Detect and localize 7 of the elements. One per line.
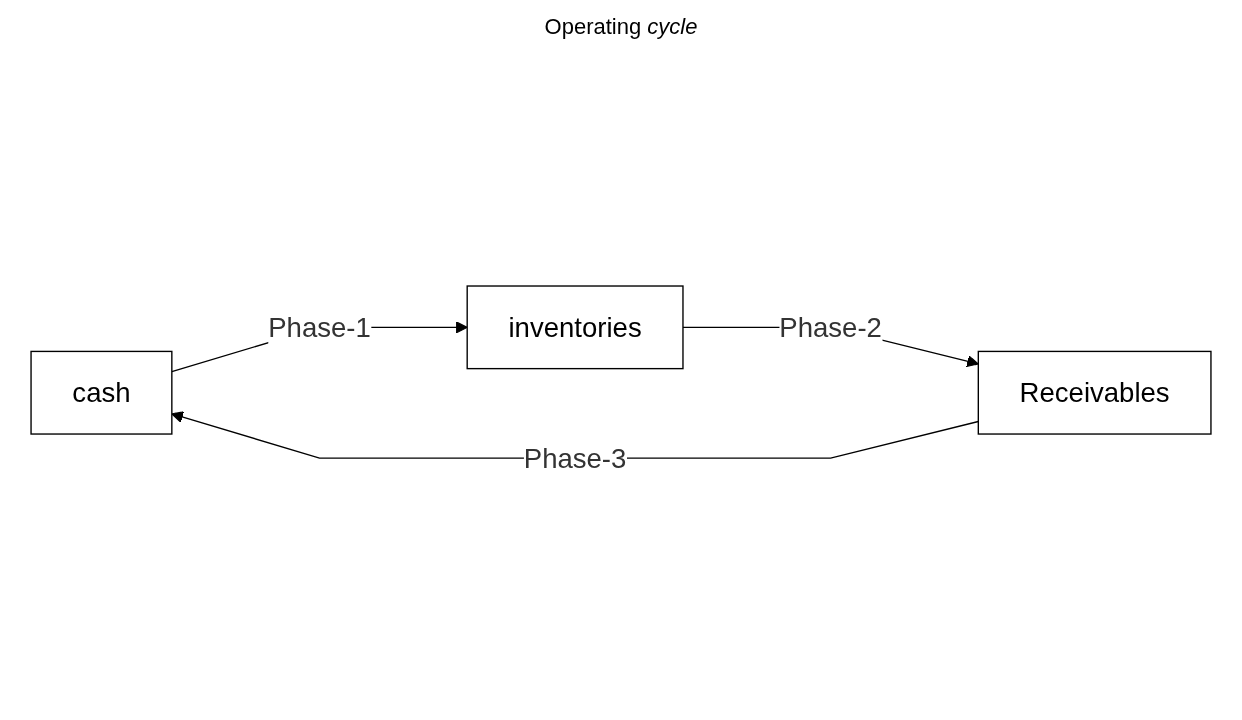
edge-label: Phase-1	[268, 312, 371, 343]
node-box: cash	[30, 350, 173, 435]
edge-label: Phase-3	[523, 443, 627, 474]
node-box: Receivables	[977, 350, 1212, 435]
diagram-title: Operating cycle	[544, 14, 698, 40]
node-box: inventories	[466, 285, 684, 370]
edge-label: Phase-2	[779, 312, 882, 343]
